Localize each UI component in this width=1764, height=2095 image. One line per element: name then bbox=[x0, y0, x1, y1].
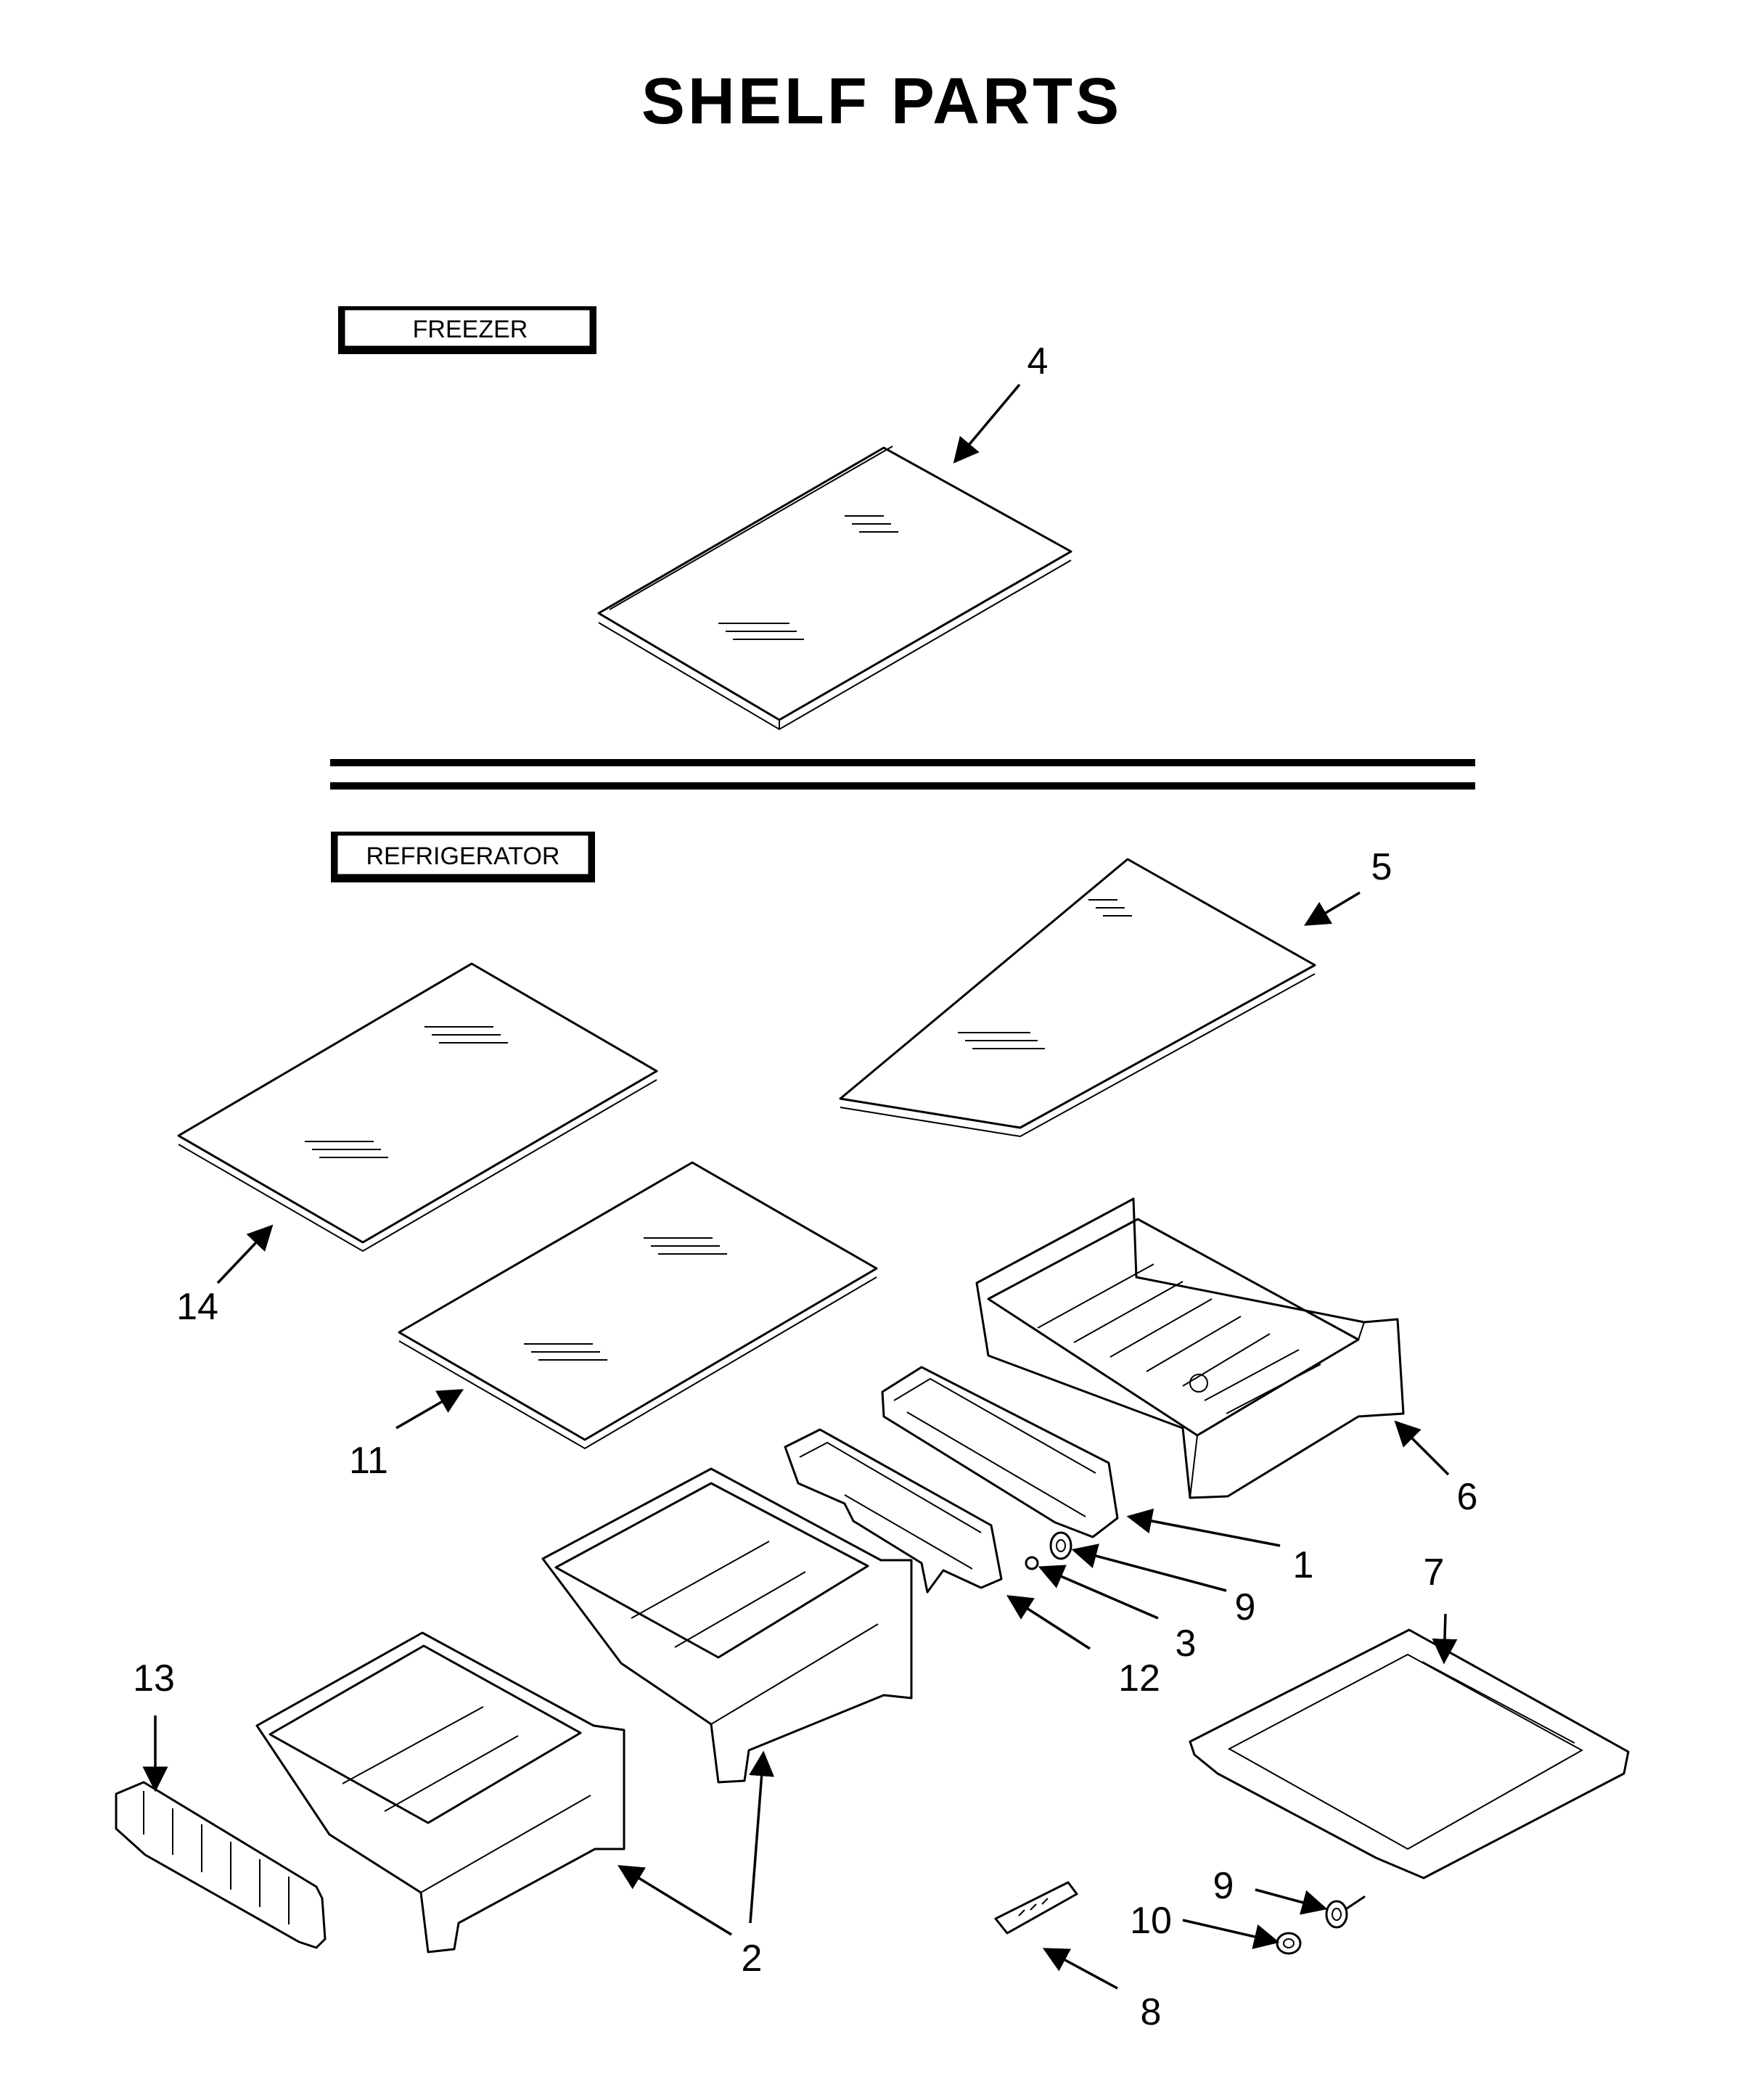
callout-1: 1 bbox=[1293, 1544, 1314, 1586]
refrigerator-label-text: REFRIGERATOR bbox=[366, 842, 560, 870]
deli-drawer bbox=[975, 1197, 1405, 1499]
refrigerator-glass-shelf-left bbox=[177, 962, 658, 1253]
drawer-rail-right bbox=[881, 1366, 1119, 1538]
freezer-label-text: FREEZER bbox=[413, 316, 528, 343]
callout-8: 8 bbox=[1141, 1991, 1162, 2033]
drawer-rail-left bbox=[784, 1428, 1003, 1594]
callout-leaders bbox=[142, 383, 1458, 1990]
callout-12: 12 bbox=[1118, 1657, 1160, 1700]
drawer-front-trim bbox=[115, 1781, 327, 1949]
slide-clip bbox=[994, 1881, 1078, 1935]
callout-5: 5 bbox=[1371, 846, 1392, 888]
callout-9-lower: 9 bbox=[1213, 1865, 1234, 1907]
crisper-drawer-upper bbox=[541, 1467, 913, 1784]
callout-13: 13 bbox=[133, 1657, 175, 1700]
roller-wheel-upper bbox=[1049, 1531, 1072, 1560]
callout-9-upper: 9 bbox=[1235, 1586, 1256, 1628]
crisper-cover bbox=[1189, 1628, 1630, 1879]
refrigerator-section-label: REFRIGERATOR bbox=[331, 832, 595, 882]
callout-14: 14 bbox=[176, 1286, 218, 1328]
crisper-drawer-lower bbox=[255, 1631, 625, 1953]
callout-10: 10 bbox=[1130, 1900, 1172, 1942]
callout-7: 7 bbox=[1424, 1551, 1445, 1594]
freezer-section-label: FREEZER bbox=[338, 306, 596, 354]
callout-2: 2 bbox=[742, 1938, 763, 1980]
page-title: SHELF PARTS bbox=[641, 65, 1122, 138]
refrigerator-glass-shelf-middle bbox=[398, 1161, 878, 1450]
callout-11: 11 bbox=[349, 1440, 388, 1482]
section-divider bbox=[330, 759, 1475, 790]
bushing bbox=[1276, 1932, 1302, 1955]
screw bbox=[1025, 1556, 1039, 1570]
freezer-glass-shelf bbox=[597, 446, 1072, 731]
refrigerator-glass-shelf-right bbox=[839, 858, 1316, 1138]
roller-wheel-lower bbox=[1325, 1895, 1366, 1929]
callout-6: 6 bbox=[1457, 1476, 1478, 1518]
callout-4: 4 bbox=[1027, 340, 1049, 382]
callout-3: 3 bbox=[1176, 1623, 1197, 1665]
